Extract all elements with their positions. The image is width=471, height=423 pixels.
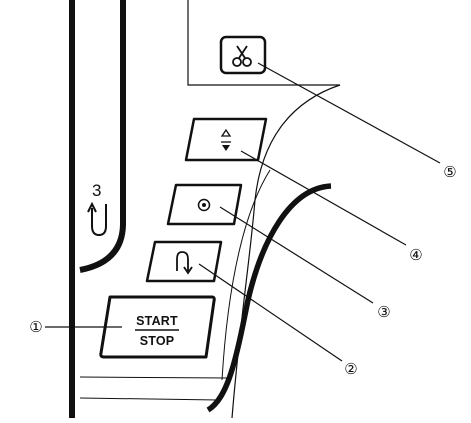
thread-path-icon xyxy=(87,201,107,237)
leader-line-4 xyxy=(240,150,407,246)
thread-cutter-button[interactable] xyxy=(219,35,267,75)
stop-label: STOP xyxy=(140,334,175,348)
callout-numbers: ① ② ③ ④ ⑤ xyxy=(29,164,456,378)
callout-leader-lines xyxy=(45,62,441,362)
lock-stitch-dot-icon xyxy=(197,198,211,212)
lock-stitch-button[interactable] xyxy=(166,183,243,226)
thread-guide-number: 3 xyxy=(92,181,101,200)
machine-body-outline xyxy=(69,0,341,419)
leader-line-5 xyxy=(257,62,441,164)
callout-2: ② xyxy=(344,361,357,378)
start-stop-button[interactable]: START STOP xyxy=(99,295,216,359)
thread-guide-marker: 3 xyxy=(87,181,107,237)
needle-up-down-button[interactable] xyxy=(184,117,268,162)
callout-4: ④ xyxy=(409,247,422,264)
callout-3: ③ xyxy=(377,304,390,321)
callout-1: ① xyxy=(29,319,42,336)
callout-5: ⑤ xyxy=(443,164,456,181)
start-label: START xyxy=(136,314,178,328)
leader-line-3 xyxy=(219,206,374,304)
needle-up-down-icon xyxy=(220,128,232,151)
scissors-icon xyxy=(232,45,252,67)
leader-line-2 xyxy=(198,263,343,362)
reverse-stitch-icon xyxy=(176,251,193,275)
reverse-stitch-button[interactable] xyxy=(145,240,223,283)
